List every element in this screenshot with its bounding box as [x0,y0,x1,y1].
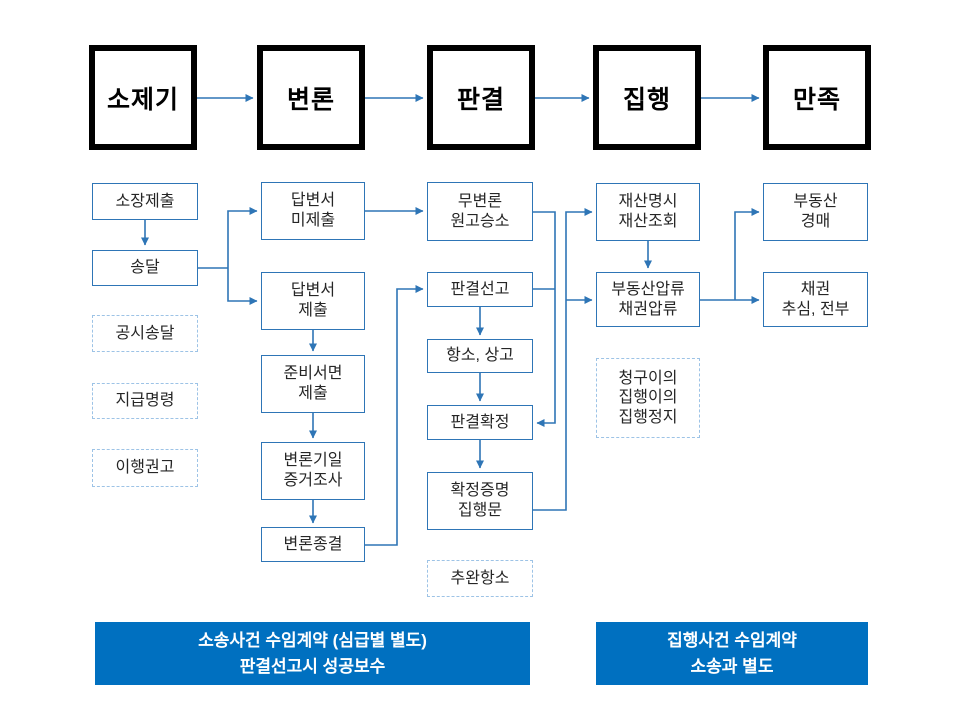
node-payment-order: 지급명령 [92,383,198,419]
node-argument-closing: 변론종결 [261,527,365,562]
node-realestate-claim-seizure: 부동산압류 채권압류 [596,272,700,327]
node-claim-collection-assignment: 채권 추심, 전부 [763,272,868,327]
node-property-disclosure-inquiry: 재산명시 재산조회 [596,183,700,241]
arrow-closing-to-pronouncement [365,285,424,546]
node-answer-filed: 답변서 제출 [261,272,365,330]
stage-satisfaction: 만족 [763,45,871,150]
banner-execution-retainer: 집행사건 수임계약 소송과 별도 [596,622,868,685]
arrow-seizure-to-auction [734,208,760,300]
node-objection-suspension: 청구이의 집행이의 집행정지 [596,358,700,438]
node-hearing-evidence: 변론기일 증거조사 [261,442,365,500]
stage-judgment: 판결 [427,45,535,150]
node-judgment-final: 판결확정 [427,405,533,440]
arrow-service-to-answer-not-filed [227,207,258,268]
node-performance-recommendation: 이행권고 [92,449,198,487]
node-realestate-auction: 부동산 경매 [763,183,868,241]
node-service-by-publication: 공시송달 [92,315,198,352]
node-judgment-pronouncement: 판결선고 [427,272,533,307]
arrow-service-to-answer-filed [227,268,258,305]
node-brief-submission: 준비서면 제출 [261,355,365,413]
arrow-no-argument-win-to-judgment-final [533,211,556,427]
node-no-argument-plaintiff-win: 무변론 원고승소 [427,182,533,241]
stage-execution: 집행 [593,45,701,150]
arrow-writ-to-property-disclosure [533,208,593,511]
node-service: 송달 [92,250,198,286]
node-appeal: 항소, 상고 [427,339,533,373]
banner-litigation-retainer: 소송사건 수임계약 (심급별 별도) 판결선고시 성공보수 [95,622,530,685]
stage-filing: 소제기 [89,45,197,150]
node-complaint-submission: 소장제출 [92,183,198,220]
node-answer-not-filed: 답변서 미제출 [261,182,365,240]
stage-pleading: 변론 [257,45,365,150]
node-late-appeal: 추완항소 [427,560,533,597]
node-finality-certificate-writ: 확정증명 집행문 [427,472,533,530]
